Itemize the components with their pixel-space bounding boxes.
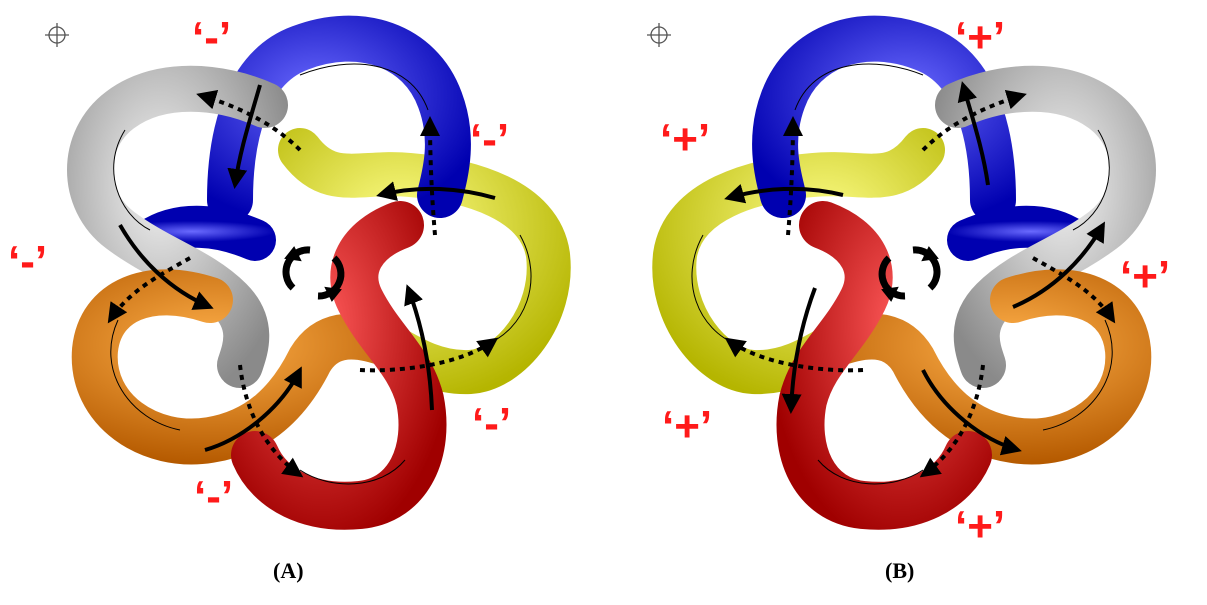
blue-loop [207,15,471,223]
crosshair-icon [45,23,69,47]
sign-label: ‘-’ [470,115,510,164]
knot-a [67,15,571,530]
sign-label: ‘+’ [955,502,1006,551]
red-loop [231,201,447,530]
knot-b [652,15,1156,530]
red-loop [776,201,992,530]
blue-loop [752,15,1016,223]
sign-label: ‘-’ [192,13,232,62]
sign-label: ‘+’ [662,402,713,451]
sign-label: ‘-’ [472,399,512,448]
yellow-loop [652,128,945,395]
yellow-loop [278,128,571,395]
sign-label: ‘+’ [660,115,711,164]
panel-label-b: (B) [885,558,915,583]
rotation-arrows-icon [878,246,941,302]
sign-label: ‘-’ [8,237,48,286]
gray-loop [935,65,1156,388]
rotation-arrows-icon [282,246,345,302]
panel-label-a: (A) [273,558,304,583]
sign-label: ‘-’ [194,472,234,521]
crosshair-icon [647,23,671,47]
sign-label: ‘+’ [1120,252,1171,301]
gray-loop [67,65,288,388]
sign-label: ‘+’ [955,13,1006,62]
